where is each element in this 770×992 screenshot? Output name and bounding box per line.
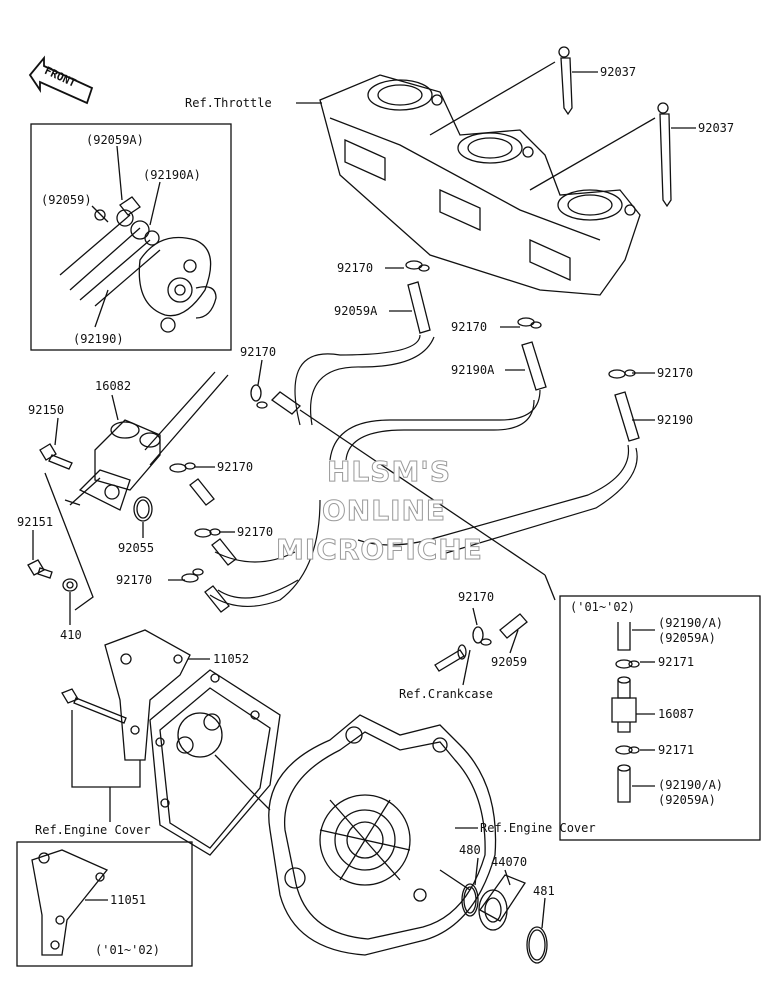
inset-right-label-3: 92171: [658, 655, 695, 669]
inset-label-92059: (92059): [41, 193, 92, 207]
callout-ref-crankcase: Ref.Crankcase: [399, 687, 493, 701]
inset-right-label-6: (92190/A): [658, 778, 724, 792]
watermark-line-3: MICROFICHE: [276, 533, 483, 567]
callout-92170-h: 92170: [458, 590, 495, 604]
callout-ref-engine-cover-left: Ref.Engine Cover: [35, 823, 151, 837]
callout-92170-e: 92170: [217, 460, 254, 474]
callout-92170-a: 92170: [337, 261, 374, 275]
callout-ref-throttle: Ref.Throttle: [185, 96, 272, 110]
clip-92170-e: [169, 462, 196, 473]
hose-92059: [499, 613, 528, 639]
hose-92059a: [407, 281, 431, 334]
long-hoses: [209, 334, 638, 608]
inset-right-year: ('01~'02): [570, 600, 636, 614]
inset-label-92190: (92190): [73, 332, 124, 346]
callout-11052: 11052: [213, 652, 250, 666]
inset-right-label-5: 92171: [658, 743, 695, 757]
bolt-92150: [39, 443, 73, 470]
callout-410: 410: [60, 628, 82, 642]
bracket-11052: [104, 629, 191, 761]
clip-92170-b: [517, 317, 542, 329]
hose-92190a: [521, 341, 547, 391]
hose-short-a: [270, 391, 302, 415]
valve-16082: [78, 419, 161, 511]
callout-92190a: 92190A: [451, 363, 495, 377]
callout-92190: 92190: [657, 413, 694, 427]
engine-cover: [268, 714, 497, 956]
callout-44070: 44070: [491, 855, 528, 869]
cover-gasket: [149, 669, 281, 856]
inset-right-label-4: 16087: [658, 707, 695, 721]
hose-short-d: [204, 585, 230, 613]
bracket-11051: [31, 849, 109, 956]
cable-tie-92037-a: [558, 46, 573, 116]
clip-92170-h: [472, 626, 492, 646]
callout-92170-c: 92170: [657, 366, 694, 380]
inset-top-left-fitting: [59, 196, 217, 333]
inset-right-label-7: (92059A): [658, 793, 716, 807]
circlip-481: [526, 926, 548, 964]
callout-ref-engine-cover-right: Ref.Engine Cover: [480, 821, 596, 835]
hose-short-c: [211, 538, 237, 566]
callout-92150: 92150: [28, 403, 65, 417]
inset-box-right: [559, 595, 761, 841]
clip-92170-a: [405, 260, 430, 272]
clip-92170-f: [194, 528, 221, 538]
callout-92037-b: 92037: [698, 121, 735, 135]
callout-92170-f: 92170: [237, 525, 274, 539]
inset-label-92059a: (92059A): [86, 133, 144, 147]
clip-92170-c: [608, 369, 636, 379]
cable-tie-92037-b: [657, 102, 672, 208]
bearing-44070: [478, 874, 526, 931]
inset-right-parts: [611, 622, 640, 803]
callout-92170-d: 92170: [240, 345, 277, 359]
callout-92055: 92055: [118, 541, 155, 555]
clip-92170-d: [250, 384, 268, 409]
callout-11051: 11051: [110, 893, 147, 907]
front-arrow-icon: [28, 55, 94, 105]
bolt-engine-cover: [61, 688, 127, 724]
clip-92170-g: [181, 568, 204, 583]
inset-bottom-left-year: ('01~'02): [95, 943, 161, 957]
intake-manifold: [319, 74, 641, 296]
hose-92190: [614, 391, 640, 442]
hose-short-b: [189, 478, 215, 506]
inset-right-label-1: (92190/A): [658, 616, 724, 630]
callout-92037-a: 92037: [600, 65, 637, 79]
callout-92151: 92151: [17, 515, 54, 529]
inset-label-92190a: (92190A): [143, 168, 201, 182]
callout-92059a: 92059A: [334, 304, 378, 318]
inset-box-bottom-left: [16, 841, 193, 967]
inset-right-label-2: (92059A): [658, 631, 716, 645]
watermark-line-1: HLSM'S: [326, 455, 452, 489]
crankcase-fitting: [434, 644, 467, 672]
callout-92170-b: 92170: [451, 320, 488, 334]
callout-92170-g: 92170: [116, 573, 153, 587]
bolt-92151: [27, 559, 53, 579]
callout-481: 481: [533, 884, 555, 898]
circlip-480: [461, 883, 479, 917]
watermark-line-2: ONLINE: [321, 494, 447, 528]
callout-16082: 16082: [95, 379, 132, 393]
o-ring-92055: [133, 496, 153, 522]
inset-box-top-left: [30, 123, 232, 351]
callout-480: 480: [459, 843, 481, 857]
washer-410: [62, 578, 78, 592]
callout-92059: 92059: [491, 655, 528, 669]
